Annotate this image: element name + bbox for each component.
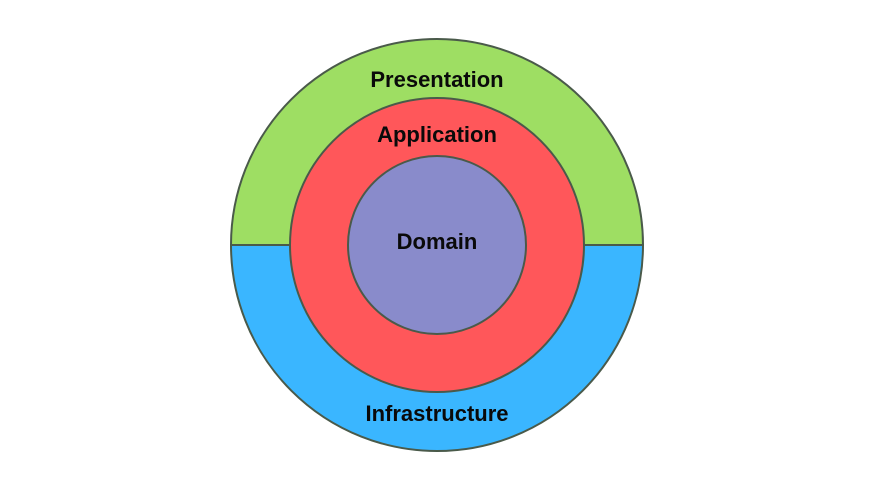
application-label: Application [377, 122, 497, 147]
domain-layer [347, 155, 527, 335]
infrastructure-label: Infrastructure [365, 401, 508, 426]
presentation-label: Presentation [370, 67, 503, 92]
domain-label: Domain [397, 229, 478, 254]
